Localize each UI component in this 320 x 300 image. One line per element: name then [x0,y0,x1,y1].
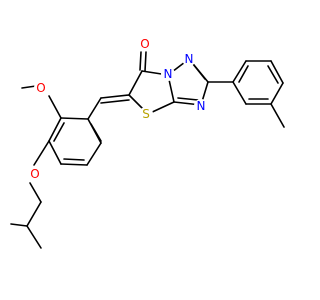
carbonyl-oxygen-atom: O [138,37,152,51]
bond-c5-c6 [128,70,143,96]
bond-layer [10,51,285,249]
bond-c5-ch-a [100,94,130,99]
bond-b2-b3 [86,142,102,166]
bond-ch-me1 [26,225,42,249]
bridge-nitrogen-atom: N [161,67,175,81]
bond-b5-o-ether [33,140,50,166]
bond-b4-b5 [48,140,62,165]
molecule-structure-diagram: O S N N N O O [10,37,285,249]
bond-t1-t2-inner [238,65,249,83]
ether-oxygen-atom: O [28,167,42,181]
bond-t3-t4 [270,60,284,84]
ring-sulfur-label: S [142,107,150,121]
ether-oxygen-label: O [30,167,39,181]
bond-ch-aryl [87,97,102,120]
bond-b6-b1 [60,117,89,120]
bond-ch-me2 [10,223,28,227]
triazole-nitrogen-bottom-label: N [197,99,206,113]
carbonyl-oxygen-label: O [140,37,149,51]
bond-o-ch2 [29,182,42,203]
methoxy-oxygen-label: O [36,81,45,95]
bond-t4-t5 [270,82,284,105]
bond-b5-b6-inner [53,122,65,142]
bond-n1-c3a-b [177,97,199,101]
bond-t1-t2 [232,60,247,83]
bond-b3-b4-inner [63,158,85,161]
bond-b1-b2-inner [90,123,102,142]
bond-c6-o-carbonyl-a [139,51,142,71]
bond-c5-ch-b [100,99,130,104]
bond-b5-b6 [48,117,62,142]
bond-t5-methyl [270,103,285,128]
methoxy-oxygen-atom: O [34,81,48,95]
triazole-nitrogen-bottom-atom: N [194,99,208,113]
triazole-nitrogen-top-label: N [185,52,194,66]
bond-ch2-ch [26,201,42,227]
ring-sulfur-atom: S [139,107,153,121]
bond-b6-o-methoxy [48,95,62,119]
atom-label-layer: O S N N N O O [28,37,208,181]
bridge-nitrogen-label: N [164,67,173,81]
triazole-nitrogen-top-atom: N [182,52,196,66]
bond-t3-t4-inner [267,65,279,84]
bond-t6-t1 [232,81,247,105]
bond-b3-b4 [60,163,88,166]
bond-c6-o-carbonyl-b [144,51,147,72]
bond-o-methyl [21,85,37,89]
bond-n3-c2-b [192,63,206,80]
